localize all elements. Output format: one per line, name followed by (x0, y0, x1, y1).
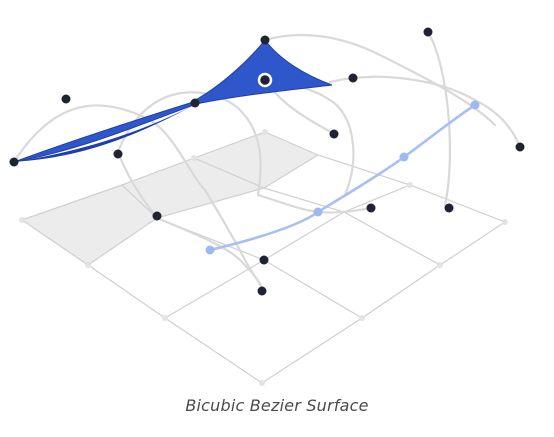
control-curve (263, 33, 497, 127)
highlight-point (205, 245, 215, 255)
control-point (329, 129, 339, 139)
grid-line (121, 184, 363, 319)
control-point (444, 203, 454, 213)
control-point (423, 27, 433, 37)
grid-vertex (85, 262, 91, 268)
grid-cell-shaded (22, 185, 157, 265)
grid-vertex (502, 219, 508, 225)
control-point (260, 35, 270, 45)
grid-line (87, 154, 319, 266)
grid-vertex (19, 217, 25, 223)
grid-line (193, 157, 441, 266)
grid-vertex (407, 182, 413, 188)
grid-vertex (359, 315, 365, 321)
highlight-curve (208, 103, 477, 252)
control-point (61, 94, 71, 104)
control-curve (116, 91, 262, 197)
control-point (257, 286, 267, 296)
highlight-point (399, 152, 409, 162)
control-curve (12, 104, 207, 192)
bezier-surface-patch (13, 39, 333, 163)
control-points (9, 27, 525, 296)
grid-line (264, 131, 506, 223)
bicubic-bezier-surface-diagram (9, 27, 525, 386)
base-grid (21, 131, 506, 384)
grid-vertex (262, 129, 268, 135)
grid-line (164, 184, 411, 319)
grid-vertex (437, 262, 443, 268)
grid-line (21, 131, 266, 221)
highlight-point (313, 207, 323, 217)
control-curve (328, 75, 522, 149)
grid-vertex (162, 315, 168, 321)
control-point (515, 142, 525, 152)
grid-cell-shaded (194, 132, 318, 188)
grid-vertex (191, 155, 197, 161)
surface-fill (13, 39, 333, 163)
grid-vertex (259, 380, 265, 386)
grid-line (21, 219, 263, 384)
diagram-caption: Bicubic Bezier Surface (185, 396, 369, 415)
highlight-point (470, 100, 480, 110)
control-point (190, 98, 200, 108)
control-point (9, 157, 19, 167)
control-curve (203, 188, 264, 292)
control-point (152, 211, 162, 221)
control-curve (426, 30, 451, 207)
control-point (348, 73, 358, 83)
control-point-selected (257, 72, 273, 88)
highlight-curve-group (205, 100, 480, 255)
control-point (366, 203, 376, 213)
grid-line (261, 221, 506, 384)
control-point (259, 255, 269, 265)
control-point (113, 149, 123, 159)
